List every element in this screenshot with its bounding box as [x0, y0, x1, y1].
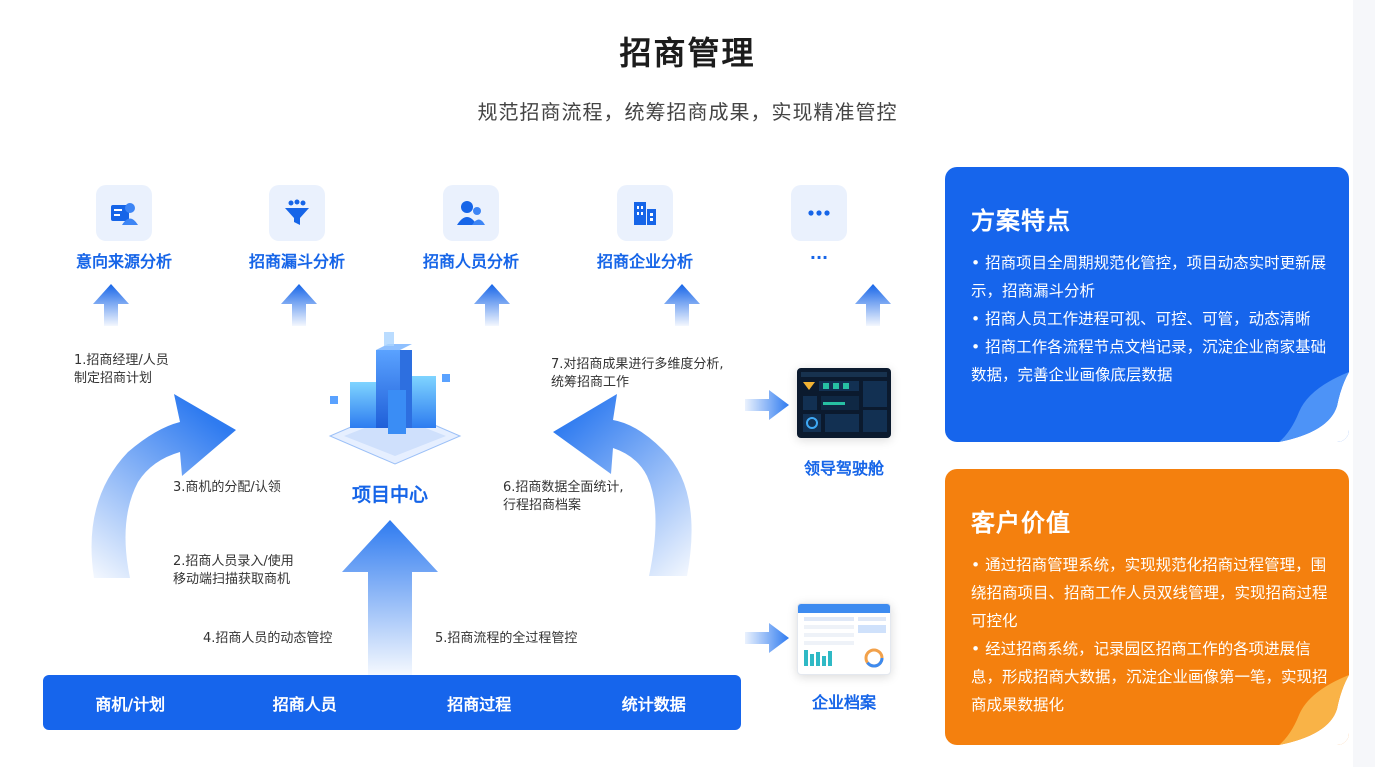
up-arrow-icon: [664, 284, 700, 326]
value-item: 经过招商系统，记录园区招商工作的各项进展信息，形成招商大数据，沉淀企业画像第一笔…: [971, 635, 1337, 719]
step-1-line-2: 制定招商计划: [74, 371, 153, 386]
value-list: 通过招商管理系统，实现规范化招商过程管理，围绕招商项目、招商工作人员双线管理，实…: [971, 551, 1337, 719]
page-subtitle: 规范招商流程，统筹招商成果，实现精准管控: [477, 100, 898, 124]
analysis-label-source: 意向来源分析: [75, 252, 172, 271]
step-1-line-1: 1.招商经理/人员: [74, 353, 169, 368]
analysis-label-more: ···: [809, 248, 829, 267]
step-7-line-1: 7.对招商成果进行多维度分析,: [551, 357, 724, 372]
up-arrow-icon: [855, 284, 891, 326]
analysis-label-funnel: 招商漏斗分析: [248, 252, 345, 271]
features-item: 招商人员工作进程可视、可控、可管，动态清晰: [971, 305, 1337, 333]
step-6-line-2: 行程招商档案: [503, 498, 582, 513]
analysis-label-enterprise: 招商企业分析: [596, 252, 693, 271]
center-label: 项目中心: [351, 484, 428, 506]
value-card: 客户价值 通过招商管理系统，实现规范化招商过程管理，围绕招商项目、招商工作人员双…: [945, 469, 1349, 745]
dashboard-thumbnail: [797, 368, 891, 438]
flow-curved-arrow-right: [553, 394, 692, 576]
step-2-text: 2.招商人员录入/使用 移动端扫描获取商机: [173, 553, 294, 589]
funnel-icon: [269, 185, 325, 241]
bottom-item-opportunity: 商机/计划: [95, 694, 166, 714]
bottom-item-process: 招商过程: [447, 694, 512, 714]
right-arrow-icon: [745, 390, 789, 420]
page-curl-decoration: [1279, 372, 1349, 442]
features-list: 招商项目全周期规范化管控，项目动态实时更新展示，招商漏斗分析 招商人员工作进程可…: [971, 249, 1337, 389]
step-2-line-1: 2.招商人员录入/使用: [173, 554, 294, 569]
bottom-bar: 商机/计划 招商人员 招商过程 统计数据: [43, 675, 741, 730]
up-arrow-icon: [93, 284, 129, 326]
city-buildings-icon: [328, 332, 462, 465]
features-card: 方案特点 招商项目全周期规范化管控，项目动态实时更新展示，招商漏斗分析 招商人员…: [945, 167, 1349, 442]
more-icon: [791, 185, 847, 241]
bottom-item-stats: 统计数据: [621, 694, 686, 714]
step-7-line-2: 统筹招商工作: [551, 375, 630, 390]
step-3-text: 3.商机的分配/认领: [173, 480, 281, 495]
page-title: 招商管理: [619, 34, 756, 72]
archive-thumbnail: [797, 603, 891, 675]
up-arrow-icon: [281, 284, 317, 326]
step-5-text: 5.招商流程的全过程管控: [435, 631, 578, 646]
features-item: 招商项目全周期规范化管控，项目动态实时更新展示，招商漏斗分析: [971, 249, 1337, 305]
people-icon: [443, 185, 499, 241]
page-edge: [1353, 0, 1375, 767]
building-icon: [617, 185, 673, 241]
step-6-text: 6.招商数据全面统计, 行程招商档案: [503, 479, 624, 515]
dashboard-label: 领导驾驶舱: [803, 459, 884, 478]
right-arrow-icon: [745, 623, 789, 653]
page-curl-decoration: [1279, 675, 1349, 745]
person-card-icon: [96, 185, 152, 241]
value-title: 客户价值: [971, 509, 1071, 537]
flow-up-arrow-center: [342, 520, 438, 675]
features-title: 方案特点: [971, 207, 1071, 235]
step-1-text: 1.招商经理/人员 制定招商计划: [74, 352, 169, 388]
flow-curved-arrow-left: [91, 394, 236, 578]
analysis-label-staff: 招商人员分析: [422, 252, 519, 271]
features-item: 招商工作各流程节点文档记录，沉淀企业商家基础数据，完善企业画像底层数据: [971, 333, 1337, 389]
step-2-line-2: 移动端扫描获取商机: [173, 572, 291, 587]
value-item: 通过招商管理系统，实现规范化招商过程管理，围绕招商项目、招商工作人员双线管理，实…: [971, 551, 1337, 635]
step-7-text: 7.对招商成果进行多维度分析, 统筹招商工作: [551, 356, 724, 392]
up-arrow-icon: [474, 284, 510, 326]
archive-label: 企业档案: [811, 693, 876, 712]
bottom-item-staff: 招商人员: [272, 694, 337, 714]
step-6-line-1: 6.招商数据全面统计,: [503, 480, 624, 495]
step-4-text: 4.招商人员的动态管控: [203, 631, 333, 646]
